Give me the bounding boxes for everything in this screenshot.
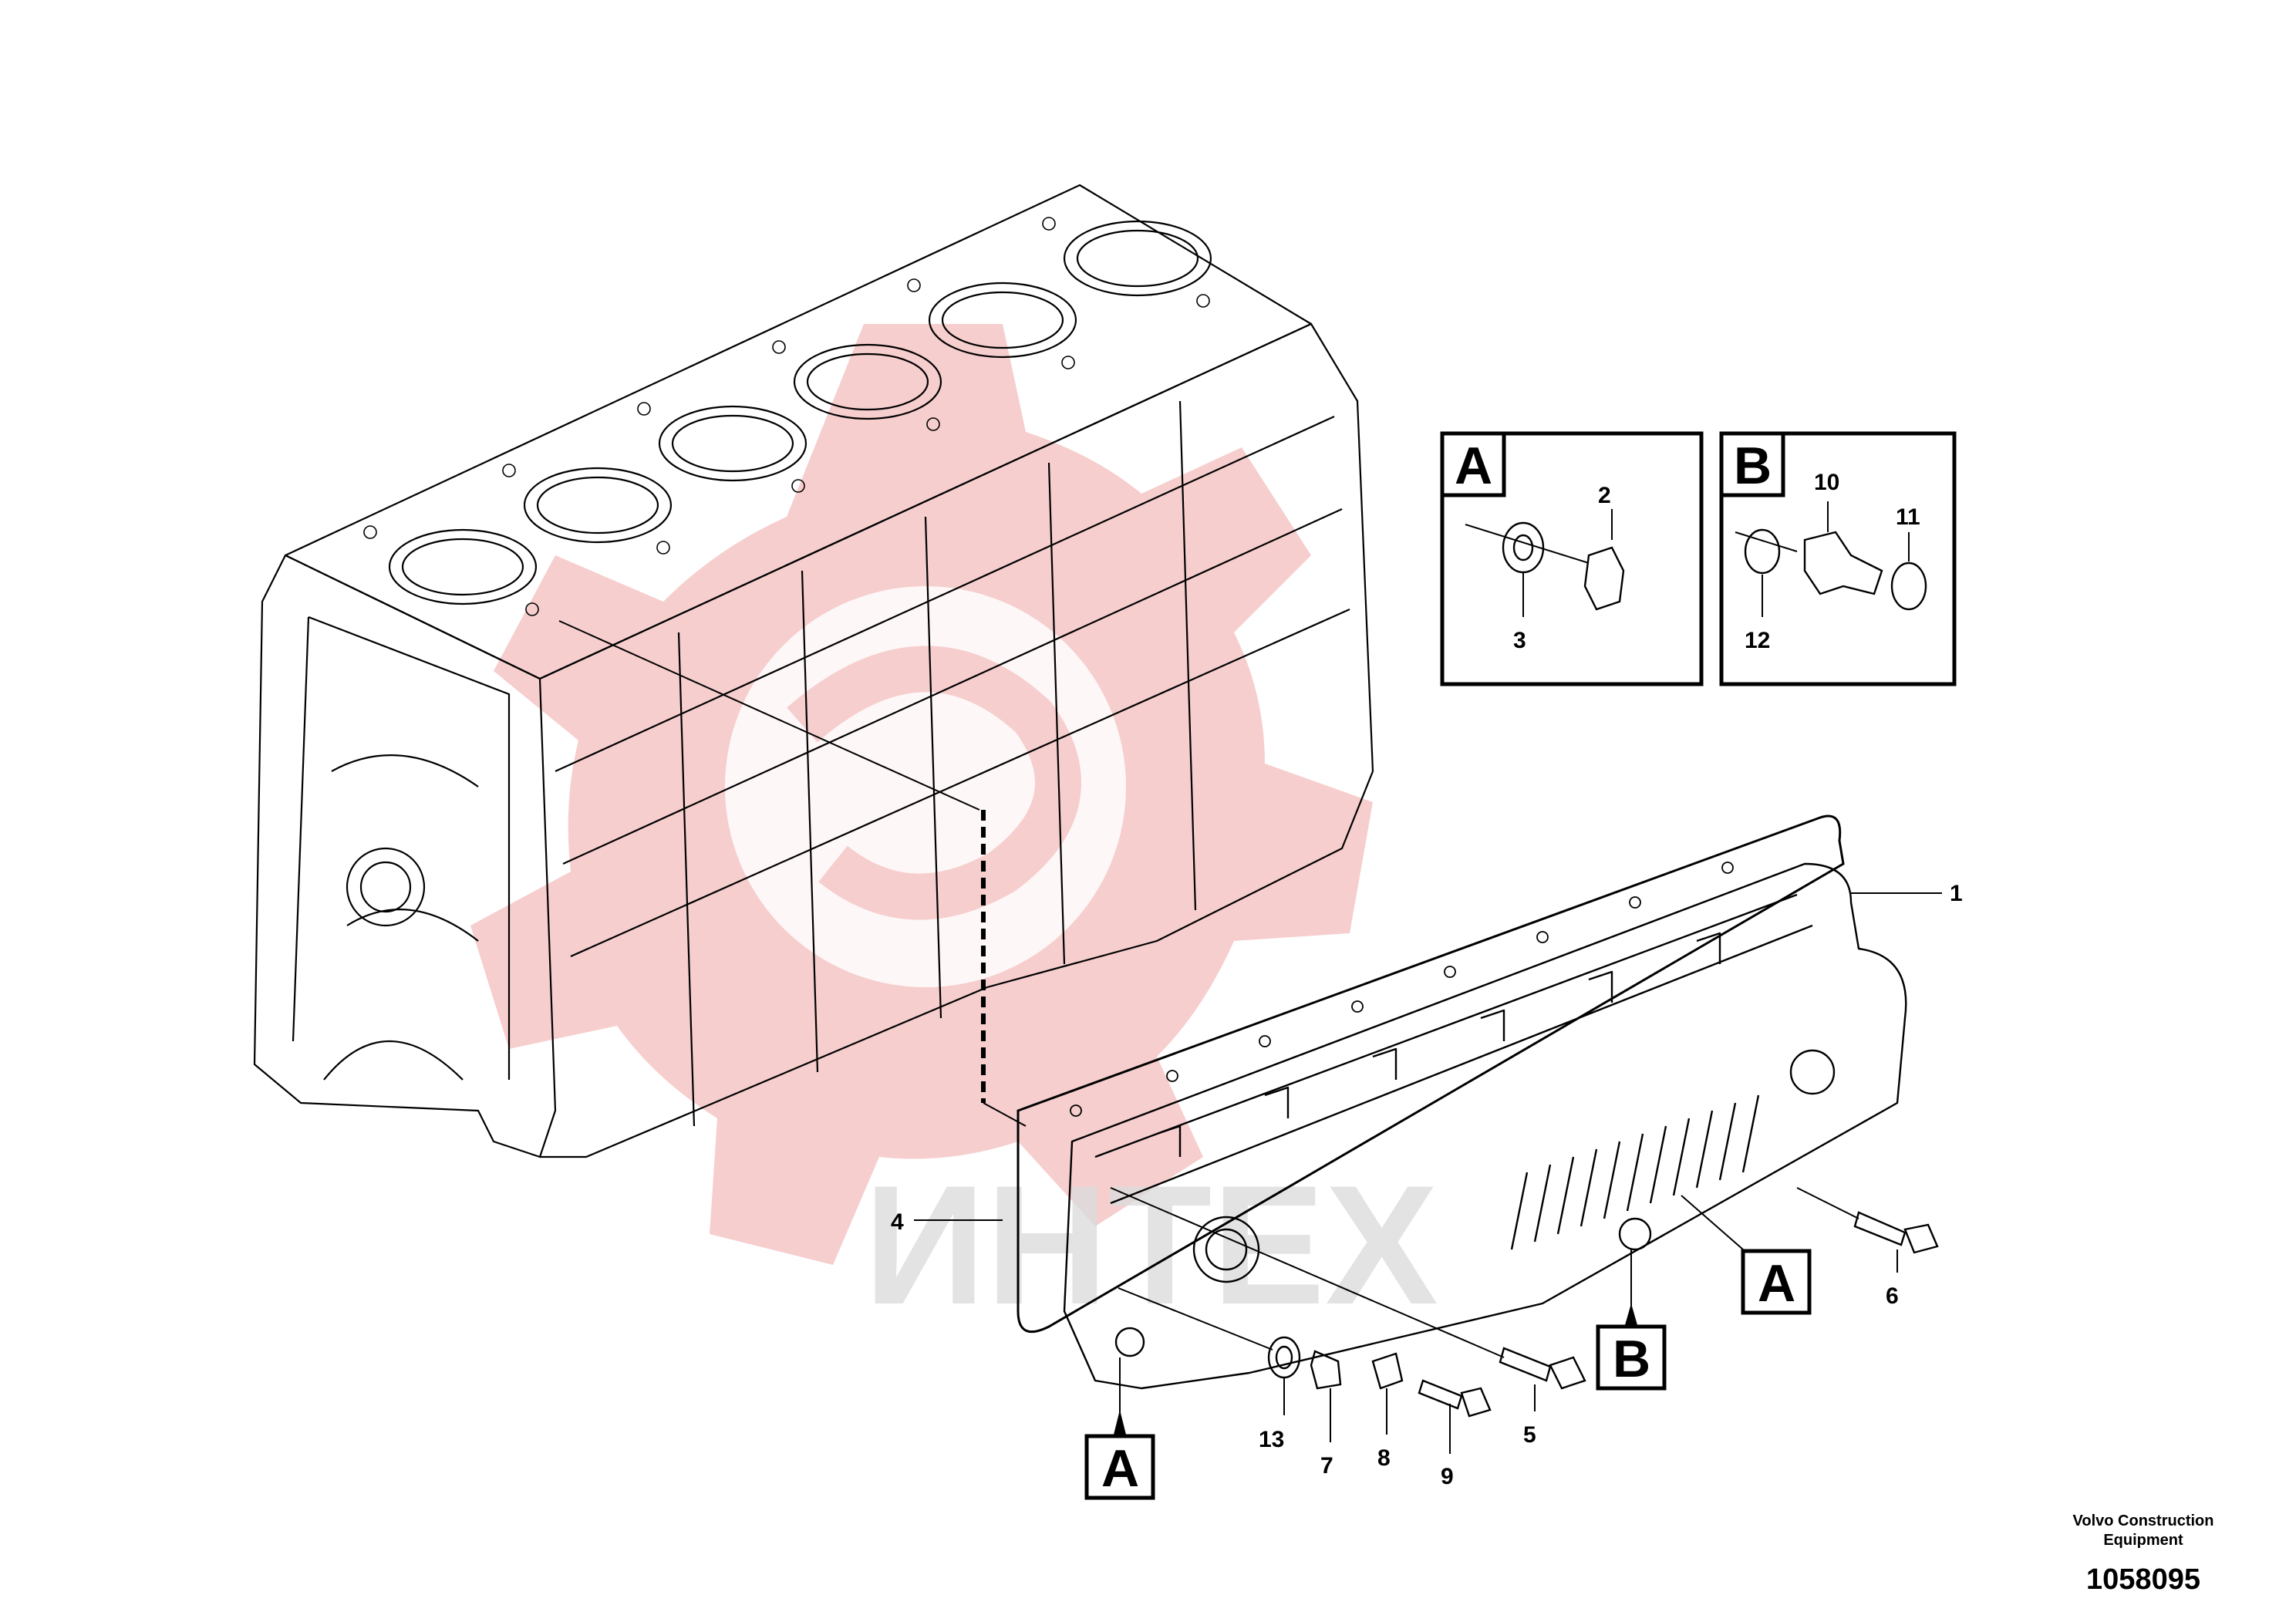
- plug-on-cover: [1114, 1327, 1145, 1357]
- inset-b-oring: [1744, 528, 1781, 575]
- side-cover-fins: [1510, 1094, 1760, 1250]
- plug-7: [1310, 1350, 1342, 1390]
- footer-org: Volvo Construction Equipment: [2072, 1512, 2214, 1549]
- ref-box-b: B: [1596, 1249, 1667, 1391]
- callout-9: 9: [1441, 1464, 1454, 1489]
- clip-8: [1371, 1352, 1404, 1390]
- bolt-5: [1499, 1347, 1586, 1390]
- engine-block: [253, 184, 1374, 1158]
- sensor-on-cover: [1618, 1217, 1652, 1251]
- cover-gasket: [1017, 814, 1845, 1334]
- block-side-ribs: [555, 400, 1350, 1127]
- callout-1: 1: [1950, 881, 1963, 906]
- ref-box-a-right: A: [1681, 1195, 1812, 1315]
- callout-3: 3: [1513, 628, 1526, 653]
- side-cover-rim: [1094, 893, 1813, 1205]
- callout-5: 5: [1523, 1422, 1536, 1448]
- inset-b-label: B: [1734, 437, 1772, 495]
- block-front-details: [292, 615, 511, 1080]
- callout-6: 6: [1886, 1283, 1899, 1309]
- head-bolt-holes: [363, 217, 1210, 616]
- bolt-9: [1418, 1379, 1492, 1418]
- side-cover-oil-seal-inner: [1205, 1228, 1248, 1271]
- block-front-face: [253, 554, 557, 1158]
- inset-a-label: A: [1455, 437, 1492, 495]
- block-front-bore-inner: [359, 861, 412, 913]
- ref-box-a-bottom: A: [1084, 1357, 1155, 1500]
- cylinder-bores: [388, 220, 1212, 605]
- callout-12: 12: [1745, 628, 1770, 653]
- gasket-bolt-holes: [1070, 862, 1734, 1117]
- block-crank-arch: [323, 1040, 464, 1081]
- inset-b-cap: [1890, 561, 1927, 611]
- callout-11: 11: [1896, 504, 1920, 530]
- ref-b-label: B: [1613, 1330, 1650, 1388]
- bolt-6: [1853, 1211, 1939, 1254]
- side-cover-outline: [1063, 862, 1907, 1390]
- block-front-bore: [346, 847, 426, 927]
- exploded-parts: [1110, 1187, 1939, 1418]
- side-cover-oil-seal: [1192, 1216, 1260, 1283]
- inset-box-a: A 2 3: [1440, 431, 1704, 686]
- side-cover: [1063, 862, 1907, 1390]
- ref-a-bottom-label: A: [1101, 1439, 1139, 1498]
- inset-b-sensor: [1803, 531, 1883, 595]
- footer-caption: Volvo Construction Equipment 1058095: [2043, 1512, 2244, 1598]
- watermark-logo: ИНТЕХ: [470, 324, 1438, 1340]
- washer-13: [1267, 1336, 1301, 1379]
- callout-13: 13: [1259, 1427, 1284, 1452]
- callout-leaders: [914, 892, 1942, 1454]
- callout-2: 2: [1598, 483, 1611, 508]
- callout-4: 4: [891, 1209, 904, 1235]
- block-side-face: [539, 322, 1374, 1158]
- watermark-text: ИНТЕХ: [864, 1150, 1438, 1340]
- footer-doc-number: 1058095: [2086, 1563, 2200, 1596]
- callout-10: 10: [1814, 470, 1839, 495]
- inset-box-b: B 10 11 12: [1719, 431, 1957, 686]
- side-cover-port: [1789, 1049, 1836, 1095]
- callout-8: 8: [1377, 1445, 1391, 1471]
- side-cover-bosses: [1156, 932, 1721, 1157]
- callout-7: 7: [1320, 1453, 1333, 1479]
- ref-a-right-label: A: [1758, 1254, 1795, 1313]
- inset-a-plug: [1583, 546, 1625, 611]
